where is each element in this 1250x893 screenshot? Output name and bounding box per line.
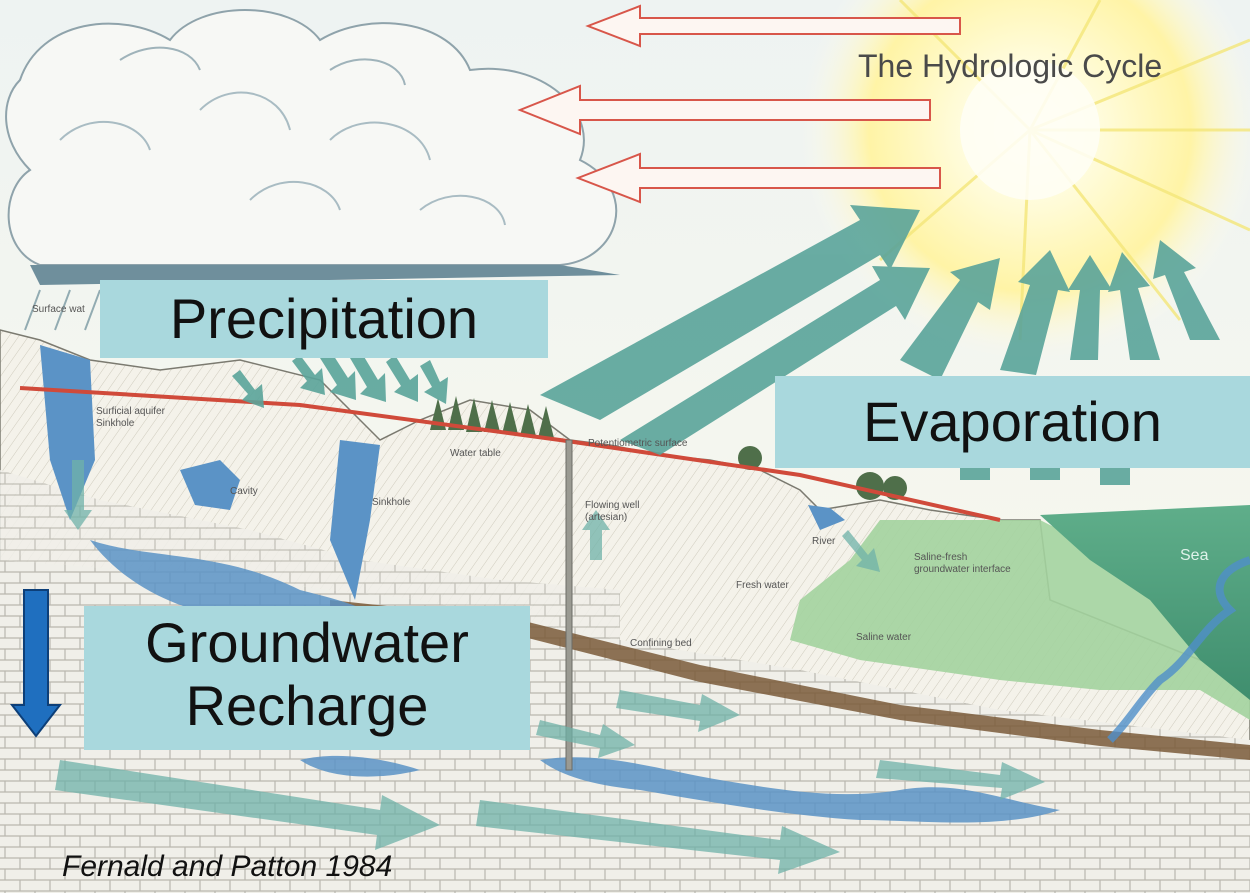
evaporation-callout: Evaporation <box>775 376 1250 468</box>
label-sea: Sea <box>1180 547 1209 564</box>
flowing-well <box>565 439 573 771</box>
label-interface-2: groundwater interface <box>914 564 1011 575</box>
label-confining-bed: Confining bed <box>630 638 692 649</box>
recharge-arrow-icon <box>9 589 63 738</box>
potentiometric-surface-line <box>19 386 1001 522</box>
label-cavity: Cavity <box>230 486 258 497</box>
label-saline-water: Saline water <box>856 632 912 643</box>
evaporation-label: Evaporation <box>863 390 1162 453</box>
limestone-upper <box>0 470 620 640</box>
recharge-label-line1: Groundwater <box>145 611 469 674</box>
label-river: River <box>812 536 836 547</box>
label-sinkhole-2: Sinkhole <box>372 497 411 508</box>
sea <box>1040 505 1250 700</box>
label-fresh-water: Fresh water <box>736 580 789 591</box>
label-interface-1: Saline-fresh <box>914 552 967 563</box>
label-water-table: Water table <box>450 448 501 459</box>
source-credit: Fernald and Patton 1984 <box>62 850 393 883</box>
precipitation-callout: Precipitation <box>100 280 548 358</box>
vapor-transport-arrows <box>517 4 961 204</box>
confining-bed <box>330 600 1250 760</box>
figure-title: The Hydrologic Cycle <box>858 48 1163 84</box>
groundwater-flow-arrows <box>55 460 1045 874</box>
groundwater-recharge-callout: Groundwater Recharge <box>84 606 530 750</box>
cloud-icon <box>5 9 620 285</box>
recharge-label-line2: Recharge <box>185 673 429 737</box>
label-flowing-well-1: Flowing well <box>585 500 639 511</box>
precipitation-label: Precipitation <box>169 287 479 350</box>
label-potentiometric-surface: Potentiometric surface <box>588 438 688 449</box>
label-sinkhole-1: Sinkhole <box>96 418 135 429</box>
label-surficial-aquifer: Surficial aquifer <box>96 406 166 417</box>
label-surface-water: Surface wat <box>32 304 85 315</box>
precipitation-arrows <box>232 350 448 408</box>
label-flowing-well-2: (artesian) <box>585 512 627 523</box>
